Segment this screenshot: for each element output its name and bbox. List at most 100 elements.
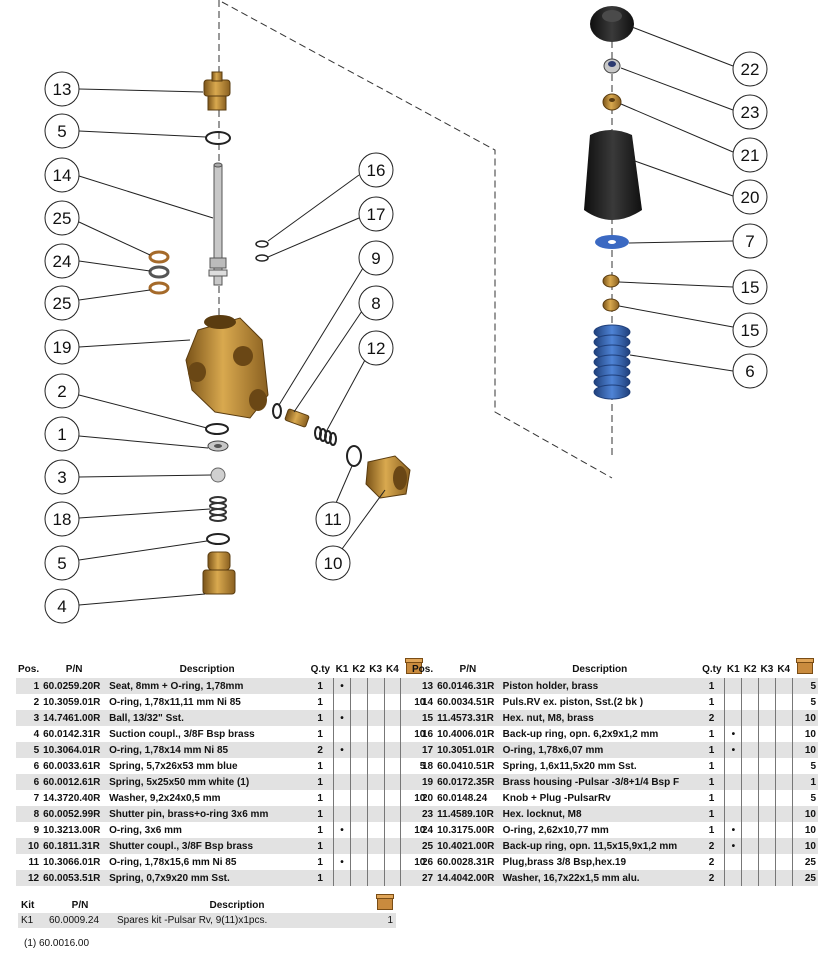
part-5-o-ring-bottom xyxy=(206,533,230,545)
part-13-piston-holder xyxy=(203,71,231,111)
part-pack-qty: 10 xyxy=(792,838,818,854)
part-pos: 27 xyxy=(410,870,436,886)
part-pack-qty: 5 xyxy=(810,760,816,772)
part-pos: 26 xyxy=(422,856,434,868)
part-number: 60.0142.31R xyxy=(43,728,101,740)
header-description: Description xyxy=(572,663,628,675)
part-pack-qty: 25 xyxy=(792,870,818,886)
part-number: 60.1811.31R xyxy=(41,838,108,854)
part-22-knob-cap xyxy=(590,6,634,42)
kit-header-pack xyxy=(360,894,396,913)
callout-24: 24 xyxy=(44,243,151,279)
kit-k3-mark xyxy=(366,710,385,726)
parts-table-header: Pos. P/N Description Q.ty K1 K2 K3 K4 xyxy=(410,658,818,678)
kit-k2-mark xyxy=(741,806,759,822)
part-25-ring-a xyxy=(148,250,170,264)
callout-6: 6 xyxy=(629,353,768,389)
part-description: Brass housing -Pulsar -3/8+1/4 Bsp F xyxy=(500,774,699,790)
part-pos: 7 xyxy=(33,792,40,804)
kit-k3-mark xyxy=(758,838,776,854)
part-qty: 2 xyxy=(698,710,725,726)
header-k4: K4 xyxy=(386,663,399,675)
kit-k1-mark: • xyxy=(724,822,742,838)
part-number: 60.0146.31R xyxy=(435,678,501,694)
kit-k2-mark xyxy=(349,758,368,774)
part-qty: 1 xyxy=(307,710,334,726)
part-10-shutter-coupling xyxy=(365,455,411,499)
callout-4: 4 xyxy=(44,588,206,624)
kit-k3-mark xyxy=(366,678,385,694)
kit-k1-mark xyxy=(724,806,742,822)
part-number: 10.3059.01R xyxy=(43,696,101,708)
part-pos: 10 xyxy=(16,838,42,854)
kit-k4-mark xyxy=(774,790,793,806)
kit-k2-mark xyxy=(741,710,759,726)
kit-k4-mark xyxy=(774,710,793,726)
kit-k3-mark xyxy=(366,726,385,742)
kit-k4-mark xyxy=(774,774,793,790)
kit-k3-mark xyxy=(758,742,776,758)
callout-11: 11 xyxy=(315,465,353,537)
kit-k4-mark xyxy=(774,822,793,838)
kit-pn: 60.0009.24 xyxy=(46,913,114,928)
kit-k1-mark xyxy=(724,774,742,790)
part-pos: 3 xyxy=(16,710,42,726)
header-pos: Pos. xyxy=(18,663,40,675)
kit-k2-mark xyxy=(741,726,759,742)
callout-14: 14 xyxy=(44,157,214,219)
part-description: Shutter coupl., 3/8F Bsp brass xyxy=(107,838,308,854)
part-12-spring xyxy=(314,426,337,446)
box-icon xyxy=(405,658,424,674)
kit-k4-mark xyxy=(774,694,793,710)
part-number: 14.3720.40R xyxy=(43,792,101,804)
part-pos: 18 xyxy=(422,760,434,772)
svg-text:17: 17 xyxy=(367,205,386,224)
part-number: 10.3051.01R xyxy=(435,742,501,758)
kit-k3-mark xyxy=(758,774,776,790)
part-4-suction-coupling xyxy=(202,551,236,595)
header-k3: K3 xyxy=(369,663,383,675)
part-8-shutter-pin xyxy=(284,408,310,428)
part-pack-qty: 10 xyxy=(804,728,816,740)
part-number: 60.0148.24 xyxy=(437,792,488,804)
part-25-ring-b xyxy=(148,281,170,295)
part-2-o-ring xyxy=(205,423,229,435)
part-pack-qty: 10 xyxy=(414,824,426,836)
part-pack-qty: 10 xyxy=(414,856,426,868)
svg-text:8: 8 xyxy=(371,294,380,313)
part-pack-qty: 1 xyxy=(792,774,818,790)
part-description: Suction coupl., 3/8F Bsp brass xyxy=(109,728,255,740)
part-pack-qty: 10 xyxy=(414,792,426,804)
header-k1: K1 xyxy=(726,663,740,675)
part-qty: 1 xyxy=(307,870,334,886)
kit-k2-mark xyxy=(741,742,759,758)
part-24-o-ring xyxy=(148,265,170,279)
svg-text:21: 21 xyxy=(741,146,760,165)
svg-text:19: 19 xyxy=(53,338,72,357)
part-14-piston-rod xyxy=(208,162,228,286)
box-icon xyxy=(376,894,394,910)
part-number: 60.0410.51R xyxy=(437,760,495,772)
part-description: Seat, 8mm + O-ring, 1,78mm xyxy=(107,678,308,694)
parts-table-right: Pos. P/N Description Q.ty K1 K2 K3 K4 13… xyxy=(410,658,818,886)
kit-k4-mark xyxy=(774,838,793,854)
part-qty: 2 xyxy=(708,856,715,868)
part-pack-qty: 10 xyxy=(792,742,818,758)
part-description: O-ring, 1,78x6,07 mm xyxy=(500,742,699,758)
part-qty: 1 xyxy=(708,824,715,836)
kit-k4-mark xyxy=(774,870,793,886)
part-15-hex-nut-a xyxy=(602,274,620,288)
kit-k1-mark xyxy=(333,758,351,774)
part-pos: 6 xyxy=(33,760,40,772)
part-number: 60.0028.31R xyxy=(437,856,495,868)
part-pack-qty: 25 xyxy=(804,856,816,868)
kit-k3-mark xyxy=(758,806,776,822)
part-number: 10.3064.01R xyxy=(41,742,108,758)
kit-k4-mark xyxy=(383,806,402,822)
kit-k2-mark xyxy=(349,838,368,854)
part-qty: 1 xyxy=(708,792,715,804)
